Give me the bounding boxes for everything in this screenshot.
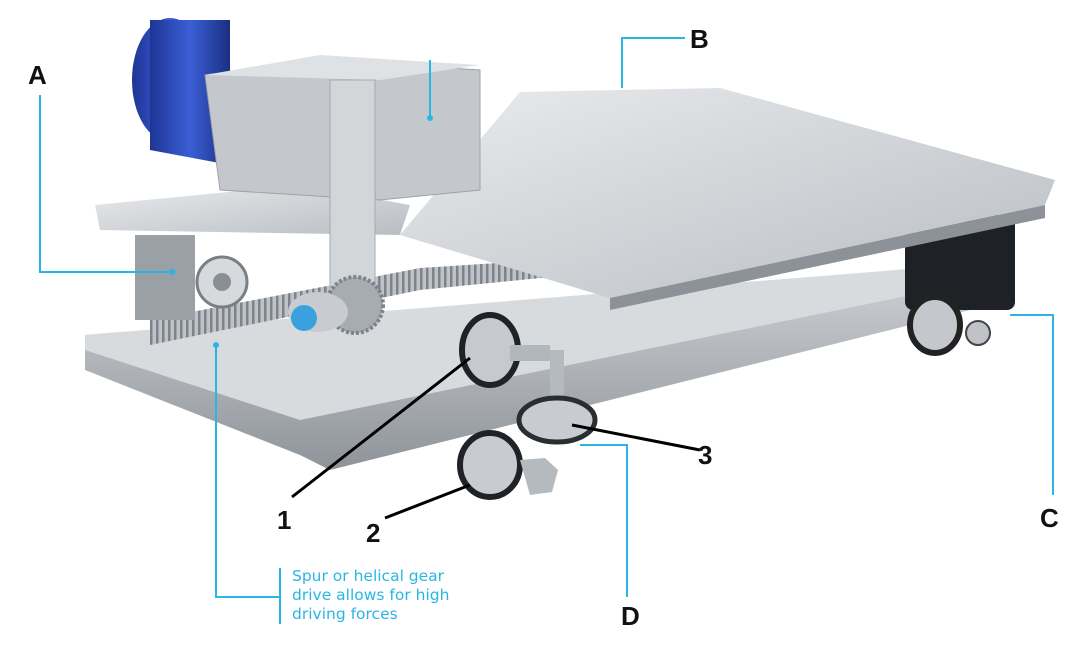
roller-2-nut xyxy=(520,458,558,495)
top-plate-edge xyxy=(610,205,1045,310)
label-a: A xyxy=(28,60,47,90)
label-1: 1 xyxy=(277,505,292,535)
label-2: 2 xyxy=(366,518,381,548)
label-b: B xyxy=(690,24,709,54)
gear-drive-note: Spur or helical gear drive allows for hi… xyxy=(292,567,449,624)
label-c: C xyxy=(1040,503,1059,533)
drive-shaft-housing xyxy=(329,79,376,301)
roller-c-2 xyxy=(965,320,991,346)
callout-lines xyxy=(39,37,1054,624)
leader-lines xyxy=(291,356,701,520)
note-line-2: drive allows for high xyxy=(292,586,450,604)
roller-1 xyxy=(459,312,521,388)
top-plate xyxy=(400,88,1055,298)
note-line-1: Spur or helical gear xyxy=(292,567,445,585)
lubricator-cap xyxy=(291,305,317,331)
roller-3-bolt xyxy=(550,350,564,400)
gearbox-top xyxy=(205,55,480,80)
roller-3 xyxy=(516,395,598,445)
carriage-block-a xyxy=(135,235,195,320)
note-line-3: driving forces xyxy=(292,605,398,623)
base-plate-top xyxy=(85,265,985,420)
label-d: D xyxy=(621,601,640,631)
roller-1-bolt xyxy=(510,345,550,361)
roller-a-hub xyxy=(213,273,231,291)
motor-body xyxy=(150,20,230,165)
callout-dots xyxy=(169,115,433,348)
roller-2 xyxy=(457,430,523,500)
roller-c-1 xyxy=(907,294,963,356)
label-3: 3 xyxy=(698,440,713,470)
